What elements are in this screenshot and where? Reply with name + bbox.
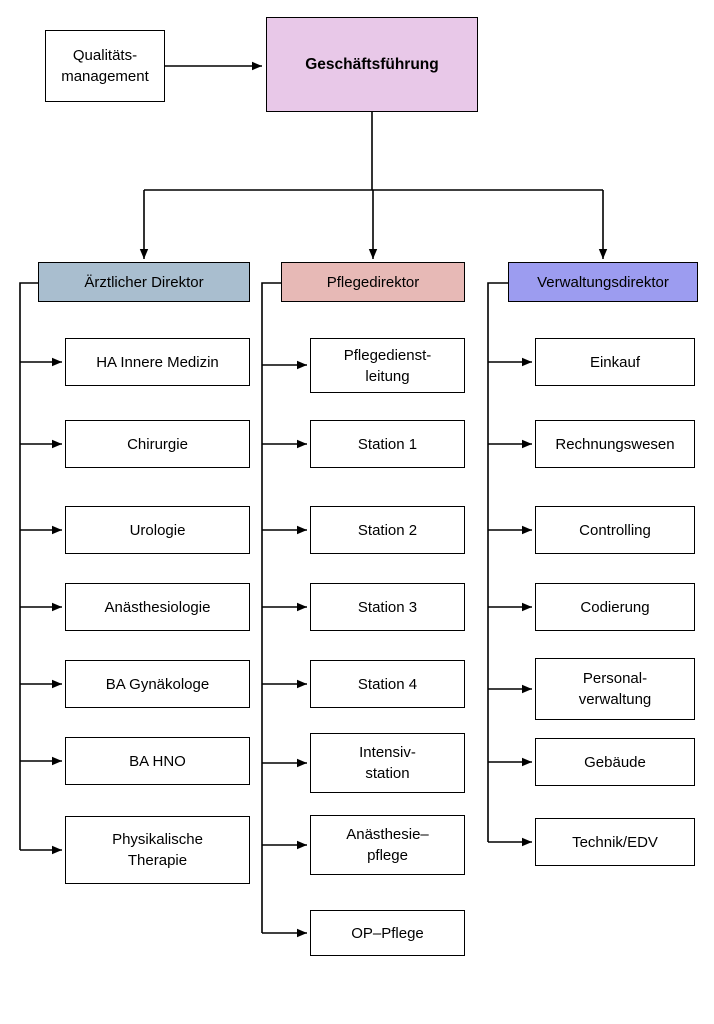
node-personalverwaltung: Personal- verwaltung xyxy=(535,658,695,720)
node-station-1: Station 1 xyxy=(310,420,465,468)
node-verwaltungsdirektor: Verwaltungsdirektor xyxy=(508,262,698,302)
node-station-4: Station 4 xyxy=(310,660,465,708)
right-branch-connectors xyxy=(487,282,532,847)
node-physikalische-therapie: Physikalische Therapie xyxy=(65,816,250,884)
node-pflegedienstleitung: Pflegedienst- leitung xyxy=(310,338,465,393)
node-rechnungswesen: Rechnungswesen xyxy=(535,420,695,468)
node-technik-edv: Technik/EDV xyxy=(535,818,695,866)
node-geschaeftsfuehrung: Geschäftsführung xyxy=(266,17,478,112)
node-einkauf: Einkauf xyxy=(535,338,695,386)
node-chirurgie: Chirurgie xyxy=(65,420,250,468)
node-aerztlicher-direktor: Ärztlicher Direktor xyxy=(38,262,250,302)
node-ha-innere-medizin: HA Innere Medizin xyxy=(65,338,250,386)
node-qualitaetsmanagement: Qualitäts- management xyxy=(45,30,165,102)
node-op-pflege: OP–Pflege xyxy=(310,910,465,956)
node-pflegedirektor: Pflegedirektor xyxy=(281,262,465,302)
node-intensivstation: Intensiv- station xyxy=(310,733,465,793)
node-controlling: Controlling xyxy=(535,506,695,554)
left-branch-connectors xyxy=(19,282,62,855)
node-station-3: Station 3 xyxy=(310,583,465,631)
node-gebaeude: Gebäude xyxy=(535,738,695,786)
node-urologie: Urologie xyxy=(65,506,250,554)
node-ba-hno: BA HNO xyxy=(65,737,250,785)
node-ba-gynaekologe: BA Gynäkologe xyxy=(65,660,250,708)
root-connectors xyxy=(139,112,608,259)
node-anaesthesiepflege: Anästhesie– pflege xyxy=(310,815,465,875)
node-station-2: Station 2 xyxy=(310,506,465,554)
node-codierung: Codierung xyxy=(535,583,695,631)
middle-branch-connectors xyxy=(261,282,307,938)
node-anaesthesiologie: Anästhesiologie xyxy=(65,583,250,631)
